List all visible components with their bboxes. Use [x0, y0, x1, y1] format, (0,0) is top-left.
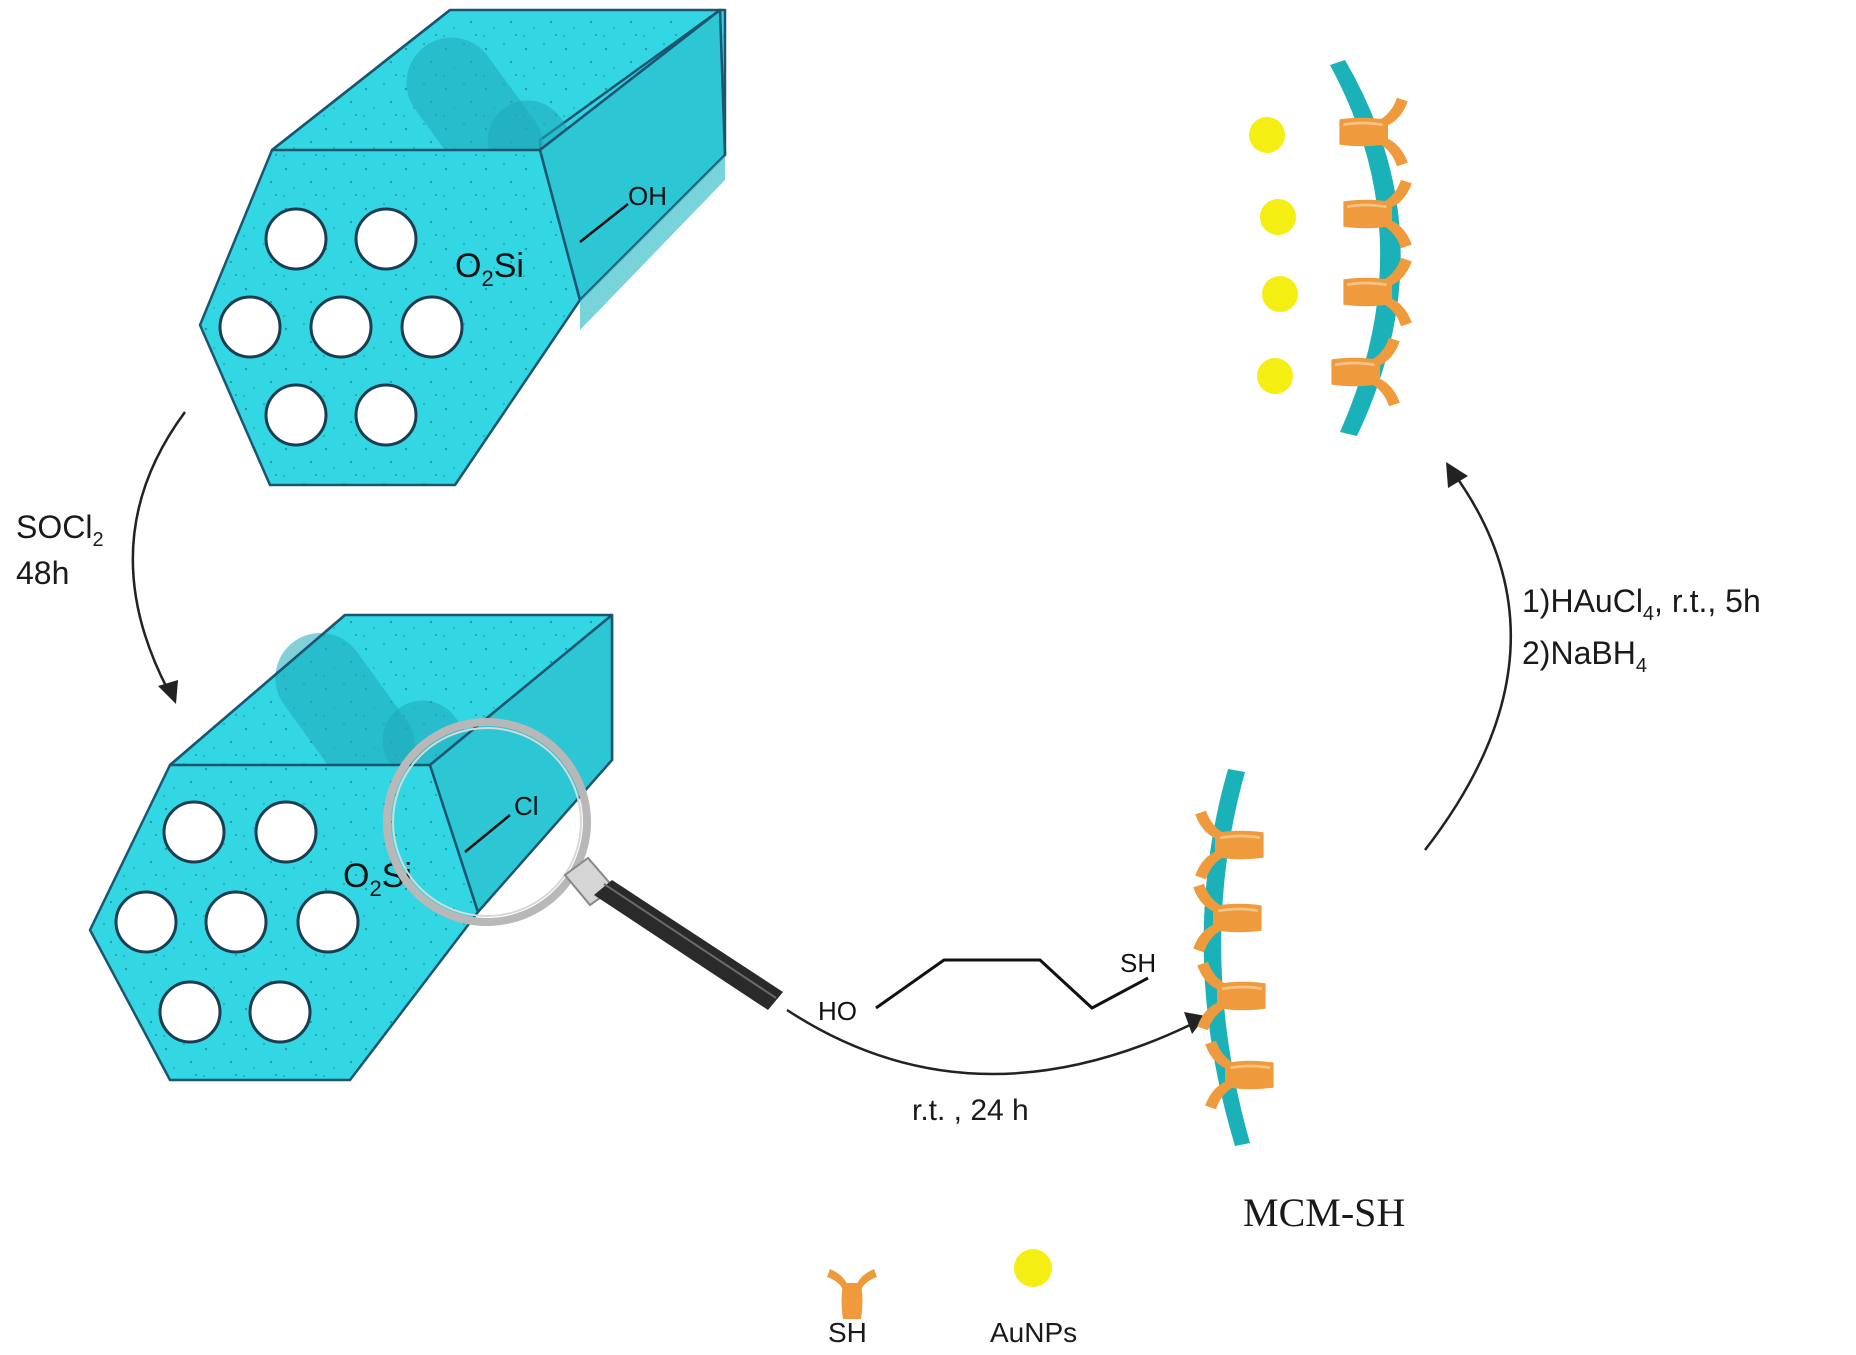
- mcm-sh-label: MCM-SH: [1243, 1190, 1405, 1235]
- socl2-label: SOCl2: [16, 509, 104, 551]
- magnifier-icon: [383, 718, 783, 1010]
- time-48h-label: 48h: [16, 555, 69, 591]
- sh-group-label: SH: [1120, 948, 1156, 978]
- thiol-linker-icon: [1203, 1039, 1275, 1111]
- gold-nanoparticle-icon: [1257, 358, 1293, 394]
- step2-conditions: r.t. , 24 h: [912, 1094, 1029, 1127]
- hydroxyl-label: OH: [628, 181, 667, 211]
- legend-aunps-label: AuNPs: [990, 1317, 1077, 1348]
- aunp-mcm-wall: [1249, 60, 1412, 436]
- legend-linker-icon: [827, 1269, 877, 1319]
- silica-particle-cl: O2Si Cl: [88, 613, 614, 1082]
- silica-particle-oh: O2Si OH: [198, 8, 727, 487]
- legend: SH AuNPs: [827, 1249, 1077, 1348]
- gold-nanoparticle-icon: [1249, 117, 1285, 153]
- step1-arrow: [131, 411, 187, 704]
- o2si-label: O2Si: [455, 247, 524, 291]
- gold-nanoparticle-icon: [1260, 199, 1296, 235]
- step2-arrow: [786, 1008, 1206, 1076]
- step3-arrow: [1424, 462, 1512, 851]
- mercaptoethanol-structure: HO SH: [818, 948, 1156, 1026]
- ho-label: HO: [818, 996, 857, 1026]
- legend-gold-icon: [1014, 1249, 1052, 1287]
- mcm-sh-wall: [1191, 769, 1275, 1146]
- gold-nanoparticle-icon: [1262, 276, 1298, 312]
- haucl4-label: 1)HAuCl4, r.t., 5h: [1522, 583, 1761, 625]
- thiol-linker-icon: [1191, 882, 1263, 954]
- legend-sh-label: SH: [828, 1317, 867, 1348]
- nabh4-label: 2)NaBH4: [1522, 635, 1647, 677]
- chloride-label: Cl: [514, 791, 539, 821]
